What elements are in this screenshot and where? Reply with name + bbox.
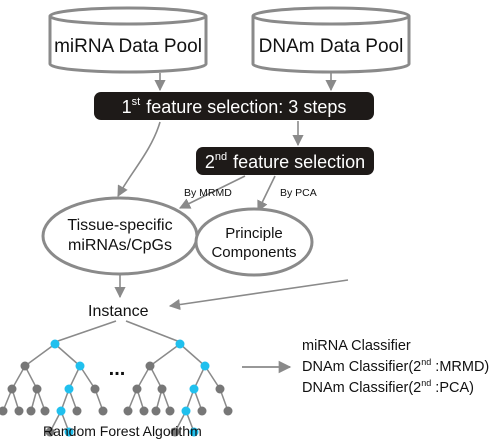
tree-node-highlighted bbox=[200, 361, 210, 371]
tree-node bbox=[20, 361, 30, 371]
tree-node bbox=[0, 406, 8, 416]
tree-edge bbox=[179, 343, 206, 367]
tree-node-highlighted bbox=[189, 384, 199, 394]
second-step-label: feature selection bbox=[233, 152, 365, 172]
mirna-pool-label: miRNA Data Pool bbox=[54, 36, 202, 57]
instance-label: Instance bbox=[88, 303, 149, 320]
tree-edge bbox=[149, 343, 181, 367]
pc-line-1: Principle bbox=[225, 225, 283, 242]
tree-node-highlighted bbox=[189, 427, 199, 437]
decision-tree-left bbox=[0, 339, 108, 437]
principle-components-node: Principle Components bbox=[194, 207, 314, 277]
pc-line-2: Components bbox=[211, 244, 296, 261]
tree-node-highlighted bbox=[64, 384, 74, 394]
tree-node-highlighted bbox=[56, 406, 66, 416]
tree-node-highlighted bbox=[181, 406, 191, 416]
tissue-line-2: miRNAs/CpGs bbox=[68, 237, 172, 254]
tree-node-highlighted bbox=[50, 339, 60, 349]
tree-edge bbox=[54, 343, 81, 367]
by-mrmd-label: By MRMD bbox=[184, 187, 232, 199]
tree-node bbox=[197, 406, 207, 416]
arrow-second-to-tissue bbox=[178, 175, 246, 209]
tree-node bbox=[170, 427, 180, 437]
output-mirna-classifier: miRNA Classifier bbox=[302, 338, 411, 354]
tree-node bbox=[215, 384, 225, 394]
tissue-line-1: Tissue-specific bbox=[67, 217, 172, 234]
decision-tree-right bbox=[123, 339, 233, 437]
arrow-pca-to-instance bbox=[168, 279, 349, 311]
tree-node bbox=[145, 361, 155, 371]
output-dnam-pca: DNAm Classifier(2nd :PCA) bbox=[302, 378, 474, 396]
tree-node bbox=[14, 406, 24, 416]
first-step-label: feature selection: 3 steps bbox=[146, 97, 346, 117]
second-feature-selection-box: 2nd feature selection bbox=[196, 147, 374, 175]
output-dnam-mrmd: DNAm Classifier(2nd :MRMD) bbox=[302, 357, 489, 375]
tree-node bbox=[223, 406, 233, 416]
tree-node bbox=[72, 406, 82, 416]
tree-node-highlighted bbox=[75, 361, 85, 371]
classifier-outputs: miRNA Classifier DNAm Classifier(2nd :MR… bbox=[302, 338, 489, 396]
tree-node bbox=[40, 406, 50, 416]
random-forest-caption: Random Forest Algorithm bbox=[43, 423, 202, 439]
tree-node bbox=[26, 406, 36, 416]
second-step-number: 2 bbox=[205, 152, 215, 172]
tree-node bbox=[7, 384, 17, 394]
tree-node bbox=[165, 406, 175, 416]
first-step-number: 1 bbox=[122, 97, 132, 117]
forest-ellipsis: ... bbox=[109, 358, 126, 380]
tissue-specific-node: Tissue-specific miRNAs/CpGs bbox=[41, 196, 199, 276]
by-pca-label: By PCA bbox=[280, 187, 317, 199]
dnam-data-pool: DNAm Data Pool bbox=[251, 6, 411, 74]
tree-node bbox=[123, 406, 133, 416]
tree-node-highlighted bbox=[175, 339, 185, 349]
tree-edge bbox=[204, 365, 221, 390]
tree-node bbox=[45, 427, 55, 437]
tree-node bbox=[32, 384, 42, 394]
arrow-second-to-pca bbox=[257, 175, 276, 213]
tree-node bbox=[98, 406, 108, 416]
second-step-superscript: nd bbox=[215, 151, 227, 163]
mirna-data-pool: miRNA Data Pool bbox=[48, 6, 208, 74]
first-step-superscript: st bbox=[132, 96, 141, 108]
tree-node bbox=[90, 384, 100, 394]
dnam-pool-label: DNAm Data Pool bbox=[259, 36, 404, 57]
tree-node bbox=[157, 384, 167, 394]
tree-edge bbox=[79, 365, 96, 390]
tree-node-highlighted bbox=[64, 427, 74, 437]
arrow-first-to-tissue bbox=[117, 121, 161, 197]
random-forest: ... bbox=[0, 320, 233, 437]
tree-node bbox=[139, 406, 149, 416]
tree-edge bbox=[24, 343, 56, 367]
tree-node bbox=[132, 384, 142, 394]
first-feature-selection-box: 1st feature selection: 3 steps bbox=[94, 92, 374, 120]
tree-node bbox=[151, 406, 161, 416]
